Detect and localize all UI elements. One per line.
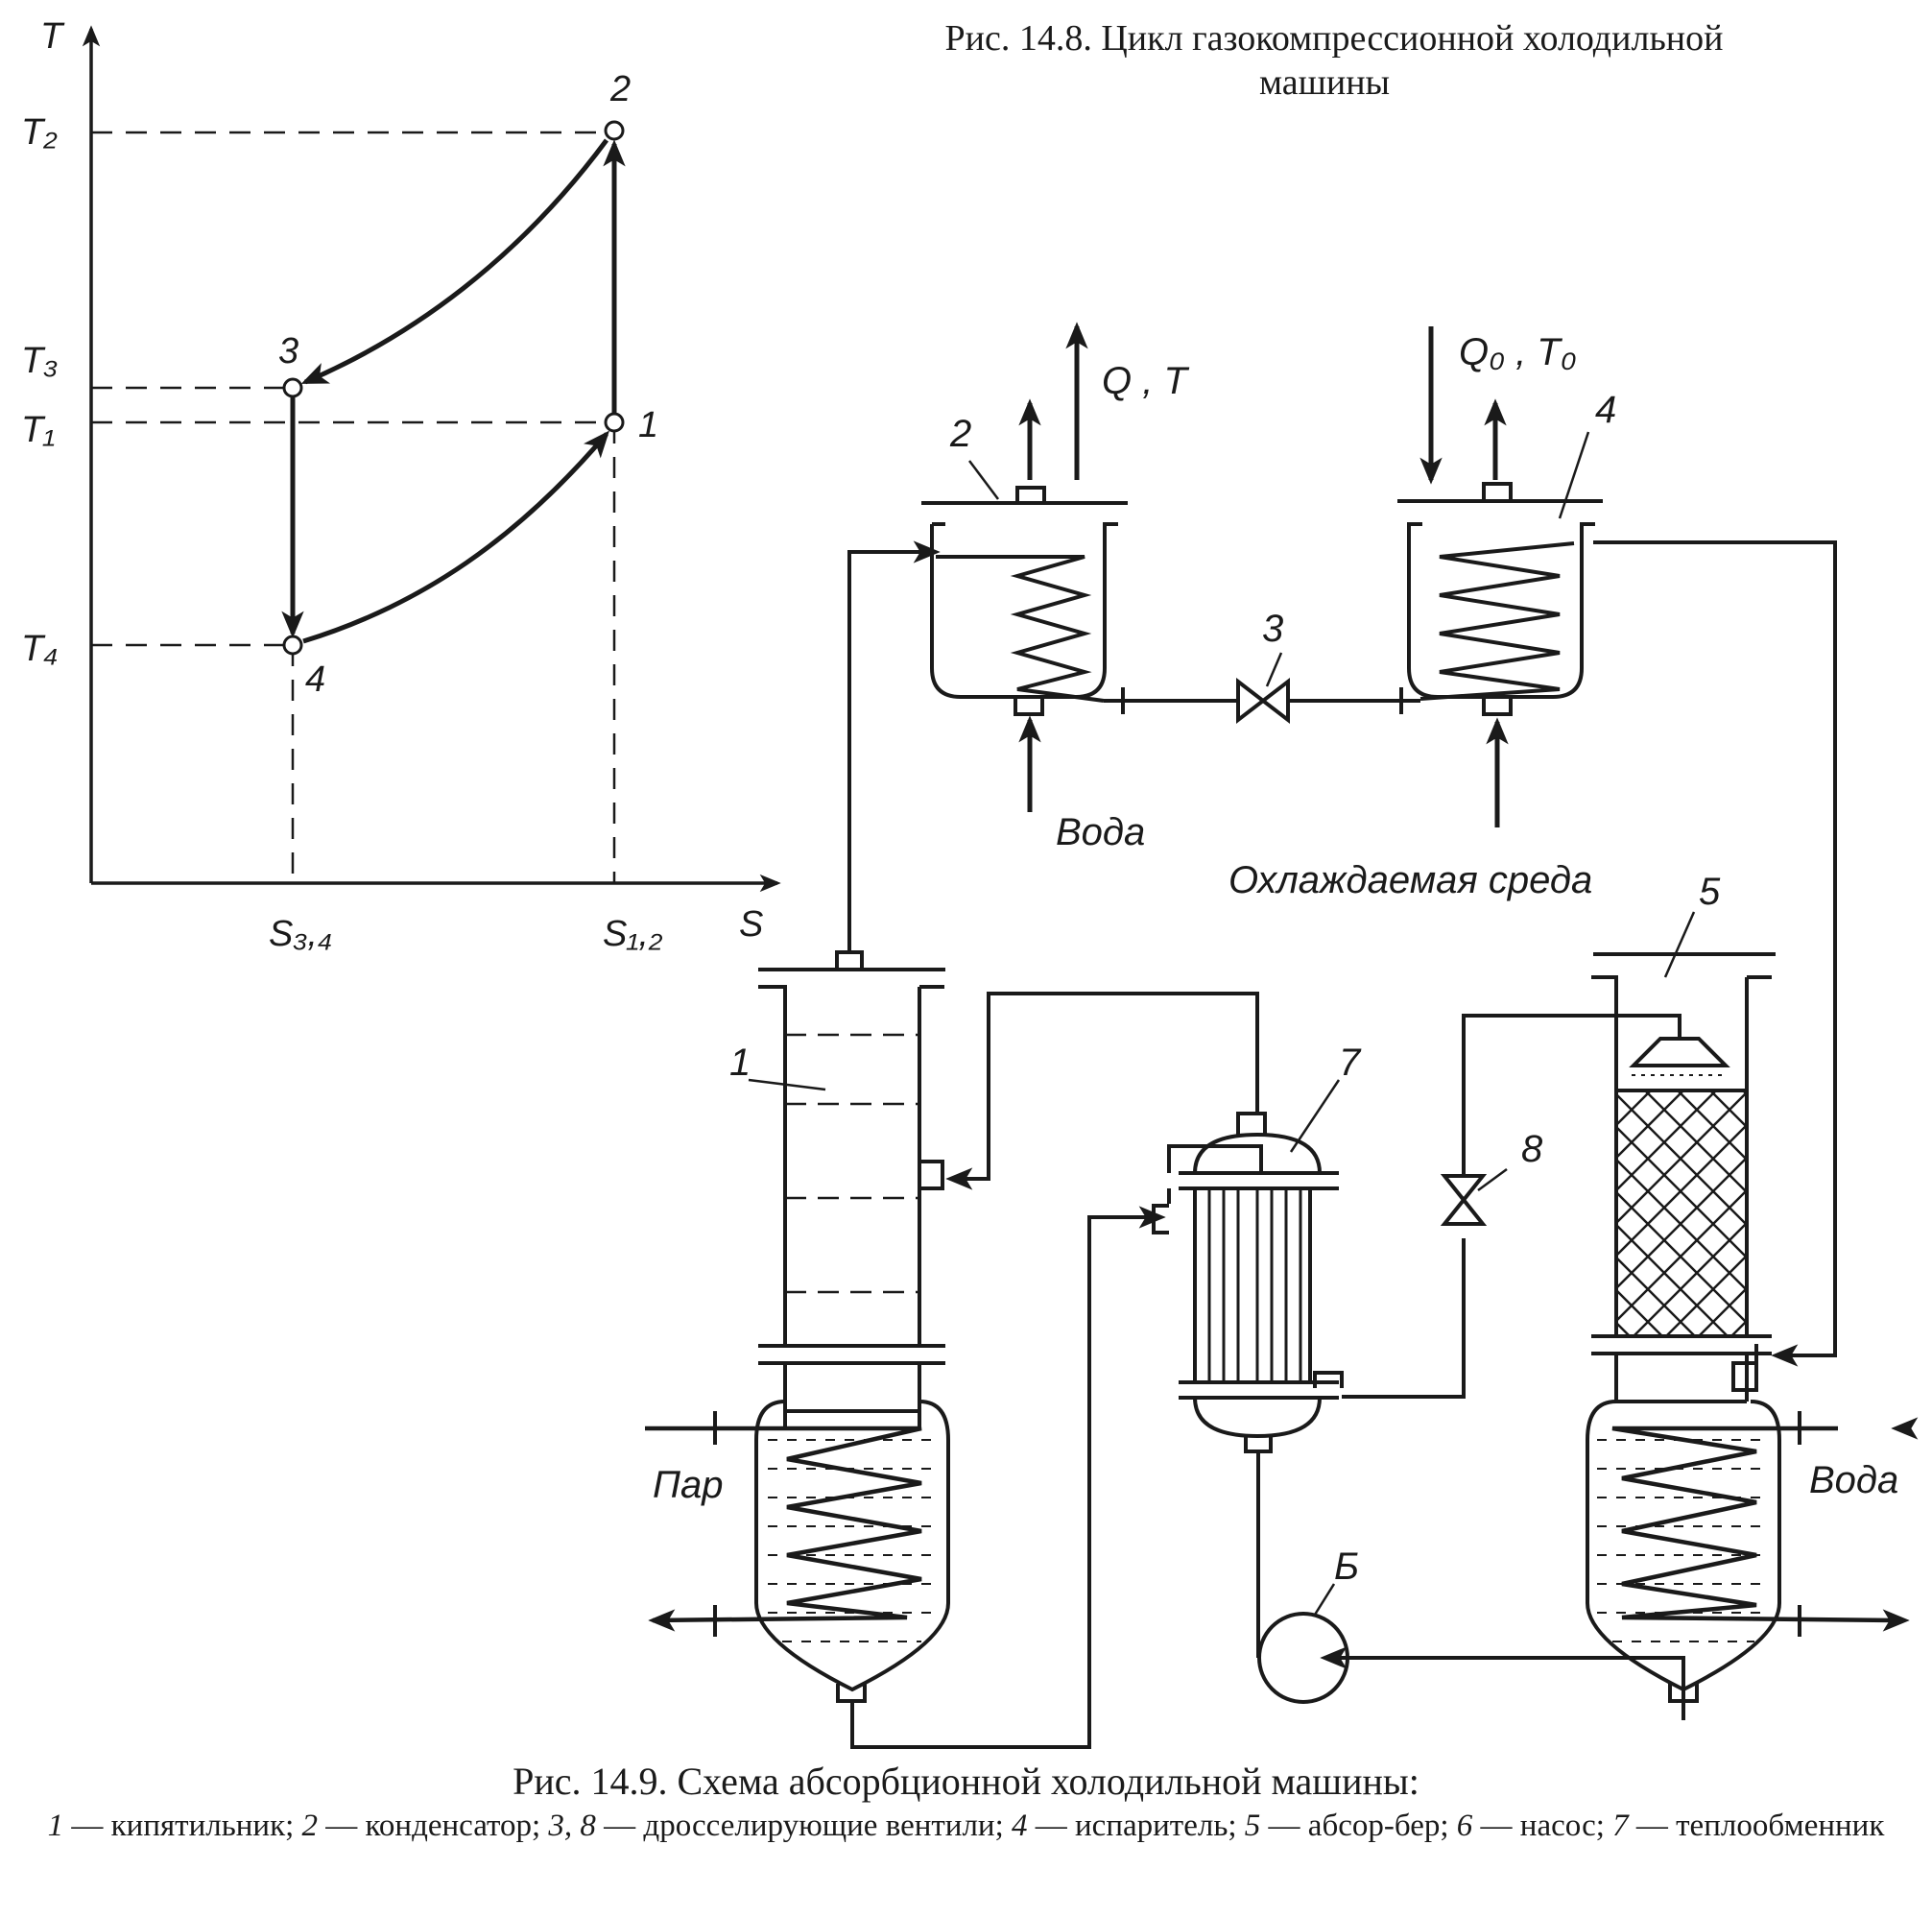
tick-t4: T₄ (21, 629, 58, 669)
legend-num-3-8: 3, 8 (548, 1809, 596, 1843)
legend-num-6: 6 (1456, 1809, 1473, 1843)
legend-text-2: — конденсатор; (318, 1809, 549, 1843)
point-1-marker (604, 412, 625, 433)
point-4-label: 4 (305, 659, 325, 700)
legend-num-1: 1 (47, 1809, 64, 1843)
cycle (281, 138, 626, 644)
s-axis-label: S (739, 904, 763, 945)
tick-s12: S₁,₂ (603, 914, 663, 954)
legend-text-1: — кипятильник; (63, 1809, 302, 1843)
evaporator (1397, 326, 1603, 827)
num-3: 3 (1262, 608, 1283, 650)
point-2-marker (604, 120, 625, 141)
leader-lines (748, 431, 1696, 1616)
ts-diagram (82, 25, 781, 893)
valve-8 (1440, 1174, 1488, 1226)
point-1-label: 1 (638, 405, 658, 445)
evaporator-coil (1419, 541, 1575, 701)
legend-text-5: — абсор-бер; (1260, 1809, 1457, 1843)
tick-t2: T₂ (21, 112, 58, 153)
legend-num-4: 4 (1012, 1809, 1028, 1843)
point-4-marker (282, 635, 303, 656)
point-2-label: 2 (609, 69, 631, 109)
label-water-absorber: Вода (1809, 1459, 1898, 1501)
num-7: 7 (1339, 1042, 1362, 1084)
boiler-coil (645, 1426, 922, 1623)
fig149-legend: 1 — кипятильник; 2 — конденсатор; 3, 8 —… (0, 1805, 1932, 1847)
absorption-scheme (645, 322, 1919, 1749)
num-2: 2 (949, 413, 971, 455)
absorber (1586, 952, 1919, 1720)
tick-t3: T₃ (21, 341, 58, 381)
heat-exchanger (1152, 1112, 1344, 1453)
fig149-caption: Рис. 14.9. Схема абсорбционной холодильн… (513, 1760, 1419, 1803)
legend-text-6: — насос; (1472, 1809, 1613, 1843)
guide-lines (91, 131, 616, 883)
point-3-label: 3 (278, 331, 298, 371)
num-5: 5 (1699, 871, 1721, 913)
fig148-caption-line2: машины (1259, 62, 1390, 103)
legend-text-7: — теплообменник (1628, 1809, 1885, 1843)
legend-text-4: — испаритель; (1027, 1809, 1245, 1843)
legend-num-5: 5 (1244, 1809, 1261, 1843)
label-water-condenser: Вода (1056, 811, 1145, 853)
state-points (282, 120, 625, 656)
absorber-coil (1611, 1426, 1896, 1623)
absorber-packing (1614, 1089, 1749, 1338)
process-4-1 (302, 430, 610, 644)
point-3-marker (282, 377, 303, 398)
tick-s34: S₃,₄ (269, 914, 332, 954)
num-6: Б (1334, 1546, 1359, 1588)
label-steam: Пар (653, 1464, 723, 1506)
fig148-caption-line1: Рис. 14.8. Цикл газокомпрессионной холод… (945, 18, 1724, 59)
num-1: 1 (729, 1042, 751, 1084)
label-heat-out: Q , T (1102, 360, 1189, 402)
t-axis-label: T (40, 16, 65, 57)
hx-tubes (1207, 1188, 1302, 1382)
num-4: 4 (1595, 389, 1616, 431)
process-2-3 (300, 138, 609, 385)
tick-t1: T₁ (21, 410, 55, 450)
condenser-coil (936, 555, 1105, 703)
legend-num-2: 2 (301, 1809, 319, 1843)
label-cooled-medium: Охлаждаемая среда (1228, 859, 1592, 901)
boiler (645, 950, 950, 1720)
label-heat-in: Q₀ , T₀ (1459, 331, 1577, 373)
condenser (921, 322, 1128, 812)
legend-text-3-8: — дросселирующие вентили; (595, 1809, 1013, 1843)
num-8: 8 (1521, 1128, 1543, 1170)
valve-3 (1236, 677, 1290, 725)
legend-num-7: 7 (1612, 1809, 1629, 1843)
